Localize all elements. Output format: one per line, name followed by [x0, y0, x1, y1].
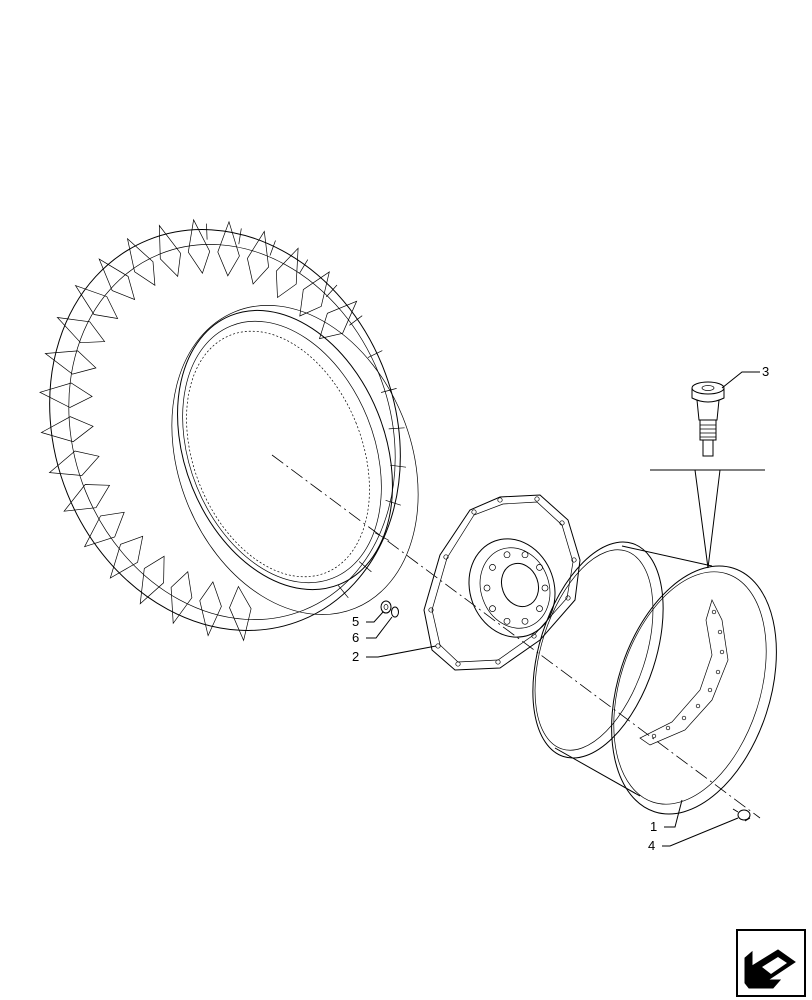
- callout-6: 6: [352, 630, 359, 645]
- hub-stud-hole: [541, 584, 549, 592]
- leader-6: [366, 616, 393, 639]
- tread-lug: [40, 416, 94, 443]
- arrow-return-icon[interactable]: [736, 929, 806, 997]
- tire: [39, 218, 419, 642]
- wheel-disc: [423, 494, 581, 671]
- disc-bolt-hole: [565, 595, 571, 601]
- leader-3: [721, 371, 760, 389]
- tread-lug: [74, 284, 119, 319]
- disc-bolt-hole: [428, 607, 434, 613]
- tread-lug: [126, 237, 156, 286]
- hub-stud-hole: [503, 617, 511, 625]
- tread-lug: [318, 300, 358, 340]
- disc-bolt-hole: [559, 520, 565, 526]
- hub-stud-hole: [503, 551, 511, 559]
- washer: [391, 606, 399, 618]
- tread-lug: [83, 511, 125, 548]
- hub-stud-hole: [483, 584, 491, 592]
- tread-block: [390, 464, 407, 468]
- hub-stud-hole: [489, 605, 496, 612]
- rim-bolt-hole: [695, 703, 701, 709]
- tread-lug: [158, 224, 181, 278]
- disc-bolt-hole: [471, 509, 477, 515]
- tread-lug: [44, 350, 97, 375]
- tread-lug: [48, 450, 100, 476]
- tread-block: [299, 259, 309, 274]
- rim-bolt-hole: [711, 609, 717, 615]
- tread-block: [206, 223, 208, 240]
- disc-bolt-hole: [534, 496, 540, 502]
- nut: [380, 600, 392, 614]
- hub-stud-hole: [489, 564, 496, 571]
- tread-lug: [217, 220, 240, 277]
- hub-stud-hole: [521, 551, 529, 559]
- tread-lug: [109, 535, 144, 579]
- callout-1: 1: [650, 819, 657, 834]
- rim-bolt-hole: [681, 715, 687, 721]
- tread-block: [358, 561, 372, 573]
- leader-1: [664, 799, 683, 828]
- rim-bolt-hole: [707, 687, 713, 693]
- hub-stud-hole: [536, 564, 543, 571]
- disc-bolt-hole: [443, 554, 449, 560]
- tread-lug: [229, 585, 252, 642]
- hub-stud-hole: [521, 617, 529, 625]
- tread-block: [367, 350, 383, 358]
- tread-block: [269, 240, 276, 256]
- tread-lug: [139, 555, 165, 605]
- tread-lug: [39, 382, 93, 408]
- hub-stud-hole: [536, 605, 543, 612]
- tread-lug: [63, 484, 111, 512]
- tread-lug: [299, 271, 330, 317]
- tread-lug: [98, 258, 136, 301]
- rim: [532, 541, 777, 815]
- tread-block: [326, 284, 338, 298]
- disc-bolt-hole: [435, 643, 441, 649]
- tread-lug: [187, 218, 211, 274]
- rim-bolt-hole: [665, 725, 671, 731]
- callout-2: 2: [352, 649, 359, 664]
- callout-4: 4: [648, 838, 655, 853]
- axis-centerline: [271, 454, 761, 819]
- disc-bolt-hole: [455, 661, 461, 667]
- tread-lug: [247, 230, 269, 285]
- tread-block: [349, 315, 363, 326]
- disc-bolt-hole: [495, 659, 501, 665]
- tread-lug: [56, 317, 106, 344]
- tread-lug: [199, 581, 222, 637]
- tread-block: [381, 388, 397, 393]
- tread-block: [385, 499, 401, 506]
- callout-3: 3: [762, 364, 769, 379]
- disc-bolt-hole: [497, 497, 503, 503]
- tread-lug: [170, 570, 193, 625]
- disc-bolt-hole: [571, 557, 577, 563]
- tread-block: [388, 427, 405, 430]
- valve: [691, 381, 725, 457]
- leader-4: [662, 817, 739, 847]
- tread-block: [337, 585, 349, 599]
- callout-5: 5: [352, 614, 359, 629]
- rim-bolt-hole: [715, 669, 721, 675]
- tread-lug: [275, 247, 299, 299]
- rim-bolt-hole: [717, 629, 723, 635]
- tread-block: [374, 532, 390, 541]
- rim-bolt-hole: [719, 649, 725, 655]
- bolt: [732, 808, 751, 822]
- tread-block: [238, 228, 242, 245]
- leader-5: [366, 611, 384, 623]
- rim-bolt-hole: [651, 733, 657, 739]
- leader-2: [366, 645, 437, 658]
- disc-bolt-hole: [531, 633, 537, 639]
